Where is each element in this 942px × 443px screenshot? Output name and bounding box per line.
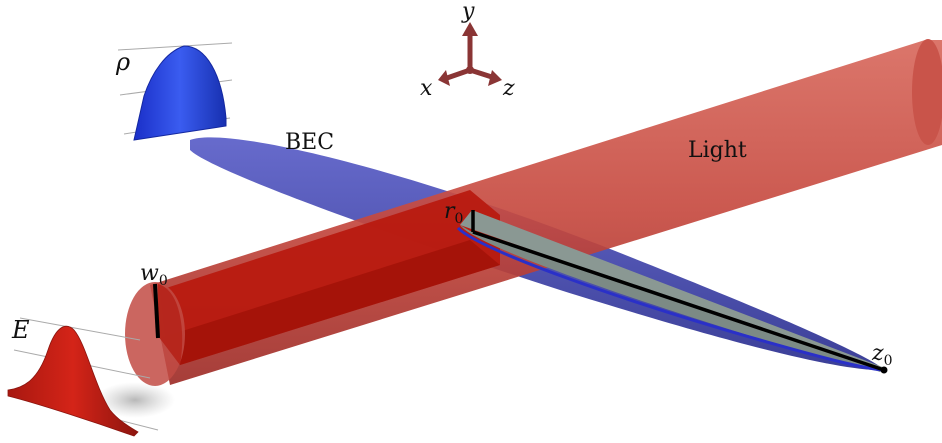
light-beam-front-wedge xyxy=(158,284,183,365)
bec-label: BEC xyxy=(285,130,334,155)
e-profile xyxy=(7,325,139,437)
bec-cut-rim xyxy=(456,226,887,372)
w0-line xyxy=(153,283,160,339)
z-arrow-icon xyxy=(488,70,502,86)
axis-z-label: z xyxy=(502,76,515,101)
z0-label: z0 xyxy=(871,341,893,369)
light-label: Light xyxy=(688,138,747,163)
rho-profile xyxy=(133,45,227,141)
e-label: E xyxy=(11,316,30,344)
z0-dot xyxy=(880,366,888,374)
axis-y-label: y xyxy=(461,0,475,24)
light-beam-cut-face xyxy=(160,240,500,365)
x-arrow-icon xyxy=(438,70,450,86)
axis-x-label: x xyxy=(420,76,433,101)
rho-guide-top xyxy=(117,42,233,51)
axes-origin xyxy=(466,66,474,74)
light-beam-end xyxy=(912,39,942,145)
r0-label: r0 xyxy=(444,199,463,227)
e-shadow xyxy=(95,382,175,418)
w0-label: w0 xyxy=(140,261,168,289)
y-arrow-icon xyxy=(462,22,478,36)
rho-label: ρ xyxy=(115,48,130,76)
z0-line xyxy=(472,230,885,372)
bec-cut-face xyxy=(460,210,885,372)
e-guide-top xyxy=(19,317,141,341)
